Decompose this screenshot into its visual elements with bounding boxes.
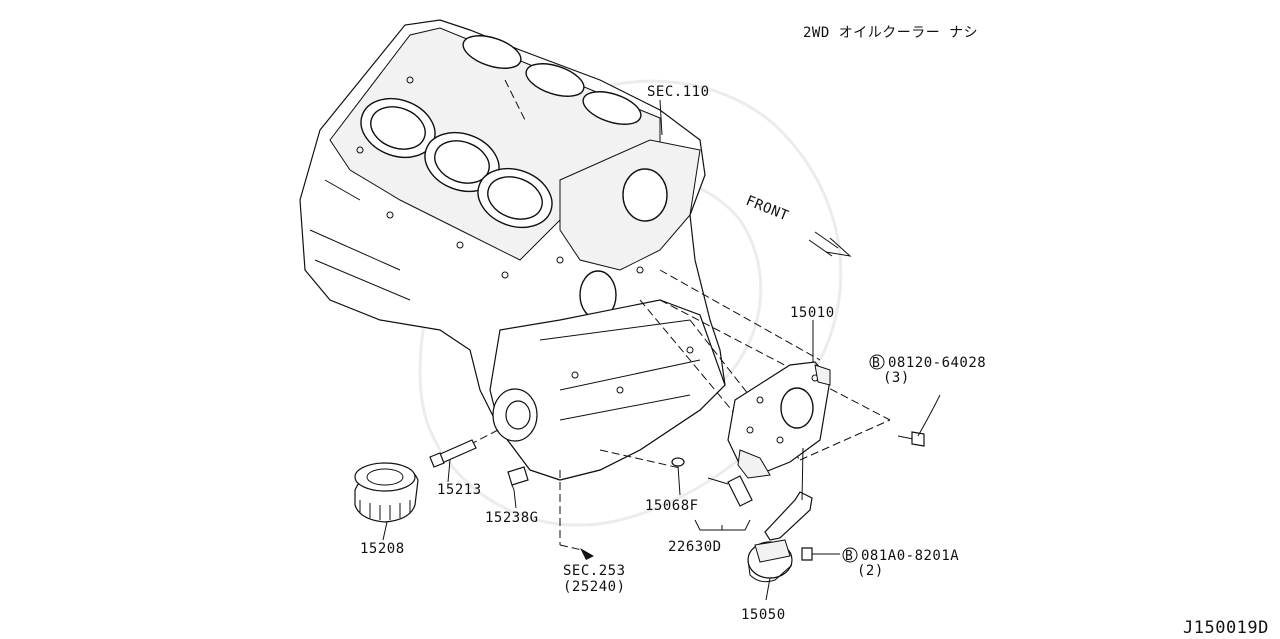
callout-15238g: 15238G xyxy=(485,510,539,526)
bolt-icon xyxy=(897,431,925,447)
callout-15010: 15010 xyxy=(790,305,835,321)
callout-15068f: 15068F xyxy=(645,498,699,514)
callout-15050: 15050 xyxy=(741,607,786,623)
callout-bolt-081a0: B 081A0-8201A (2) xyxy=(842,547,959,579)
callout-sec253-ref: (25240) xyxy=(563,579,626,595)
engine-block-icon xyxy=(299,19,726,481)
callout-15208: 15208 xyxy=(360,541,405,557)
bolt-icon xyxy=(801,547,825,561)
front-arrow-icon xyxy=(808,231,852,257)
diagram-note: 2WD オイルクーラー ナシ xyxy=(803,25,978,41)
callout-22630d: 22630D xyxy=(668,539,722,555)
callout-15213: 15213 xyxy=(437,482,482,498)
leader-lines xyxy=(382,99,941,601)
sec253-arrow-icon xyxy=(559,544,594,560)
oil-pressure-sensor-icon xyxy=(707,475,753,507)
diagram-code: J150019D xyxy=(1183,618,1269,638)
callout-bolt1-qty: (3) xyxy=(883,370,910,386)
connector-stud-icon xyxy=(429,439,477,468)
callout-sec253: SEC.253 xyxy=(563,563,626,579)
callout-bolt2-qty: (2) xyxy=(857,563,884,579)
bolt-prefix-b: B xyxy=(872,356,880,371)
callout-bolt-08120: B 08120-64028 (3) xyxy=(869,354,986,386)
washer-icon xyxy=(671,457,685,467)
callout-bolt2-part: 081A0-8201A xyxy=(861,548,959,564)
callout-bolt1-part: 08120-64028 xyxy=(888,355,986,371)
callout-sec110: SEC.110 xyxy=(647,84,710,100)
plug-icon xyxy=(507,466,529,491)
bolt-prefix-b: B xyxy=(845,549,853,564)
oil-strainer-icon xyxy=(747,491,813,583)
oil-filter-icon xyxy=(354,462,419,523)
oil-pump-icon xyxy=(727,361,831,479)
front-label: FRONT xyxy=(744,193,791,225)
